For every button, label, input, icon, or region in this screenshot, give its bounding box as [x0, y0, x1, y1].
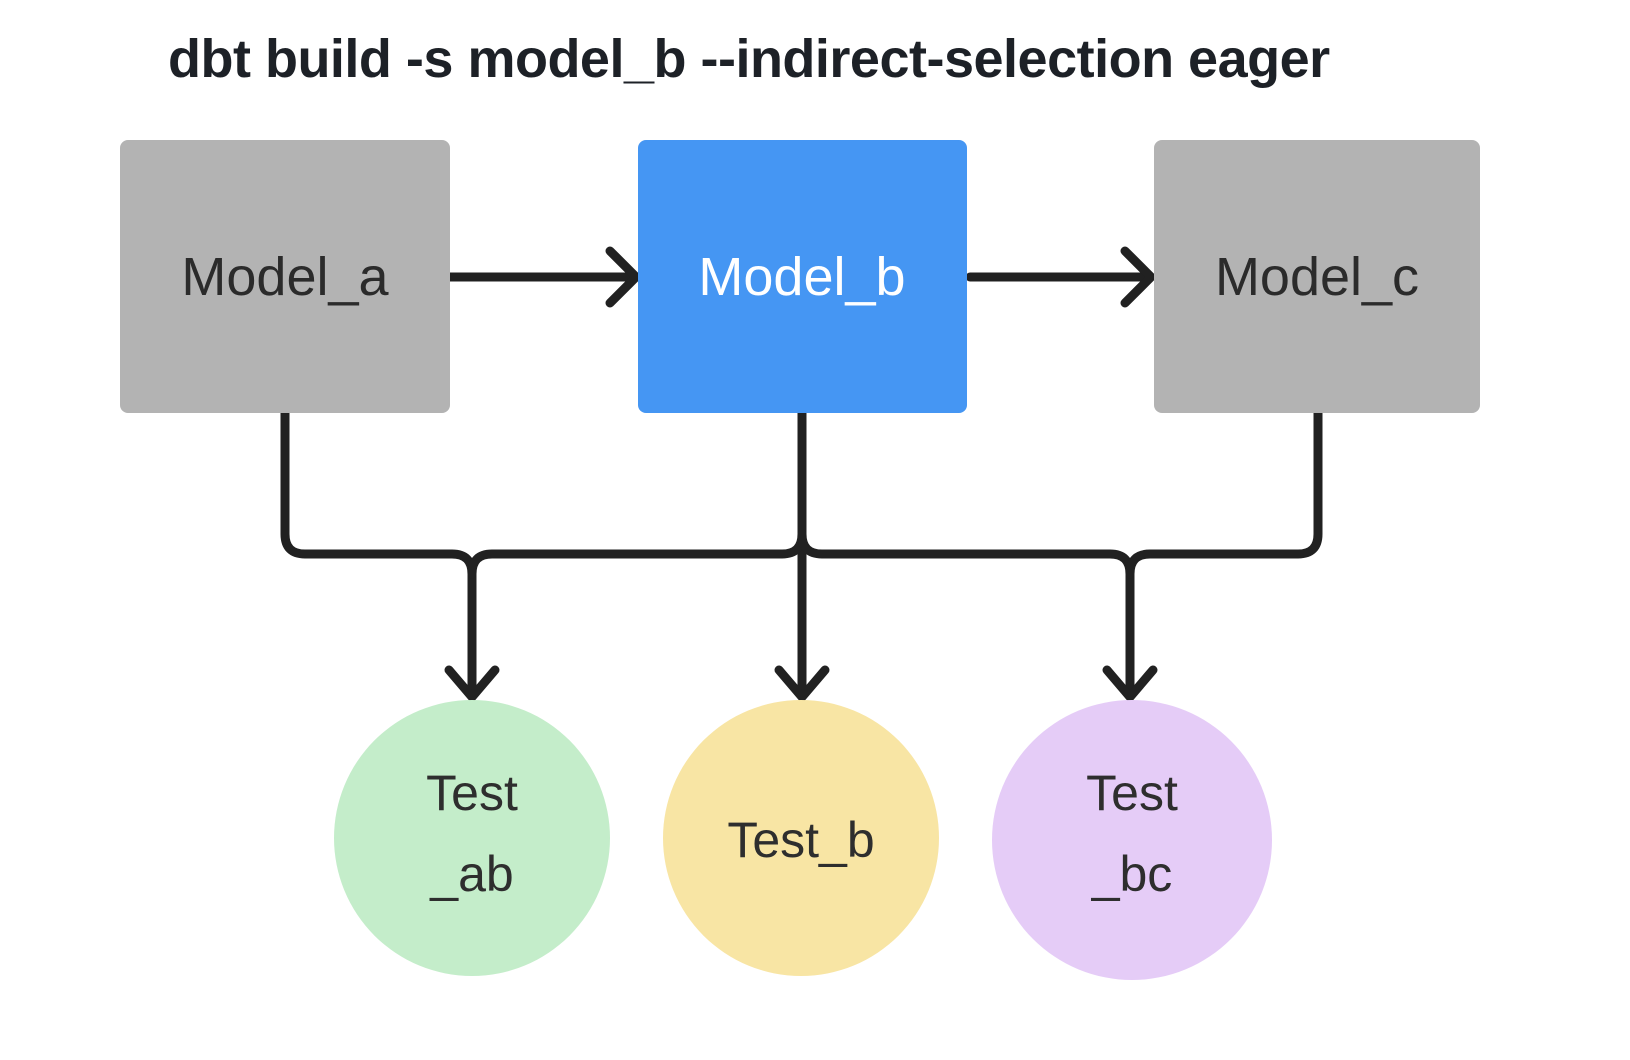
model-a-label: Model_a — [181, 247, 389, 307]
model-a-node — [120, 140, 450, 413]
arrowhead-test_ab — [444, 665, 500, 702]
test-ab-node — [334, 700, 610, 976]
arrowhead-model_a-model_b — [605, 246, 641, 308]
edge-model_b-test_bc — [797, 529, 1135, 699]
test-bc-label-line1: Test — [1086, 765, 1178, 821]
test-bc-label-line2: _bc — [1091, 846, 1173, 902]
test-nodes: Test _ab Test_b Test _bc — [334, 700, 1272, 980]
test-ab-label-line2: _ab — [429, 846, 513, 902]
diagram-title: dbt build -s model_b --indirect-selectio… — [168, 29, 1330, 89]
model-b-node-selected — [638, 140, 967, 413]
test-ab-label-line1: Test — [426, 765, 518, 821]
arrowhead-test_bc — [1102, 665, 1158, 702]
model-c-node — [1154, 140, 1480, 413]
edge-group — [280, 246, 1323, 702]
model-b-label: Model_b — [698, 247, 905, 307]
model-c-label: Model_c — [1215, 247, 1419, 307]
edge-model_c-test_bc — [1125, 408, 1323, 579]
test-bc-node — [992, 700, 1272, 980]
test-b-label: Test_b — [727, 812, 874, 868]
edge-model_a-test_ab — [280, 408, 477, 699]
arrowhead-test_b — [774, 665, 830, 702]
model-nodes: Model_a Model_b Model_c — [120, 140, 1480, 413]
arrowhead-model_b-model_c — [1120, 246, 1156, 308]
test-b-node — [663, 700, 939, 976]
edge-model_b-test_ab — [467, 529, 807, 579]
